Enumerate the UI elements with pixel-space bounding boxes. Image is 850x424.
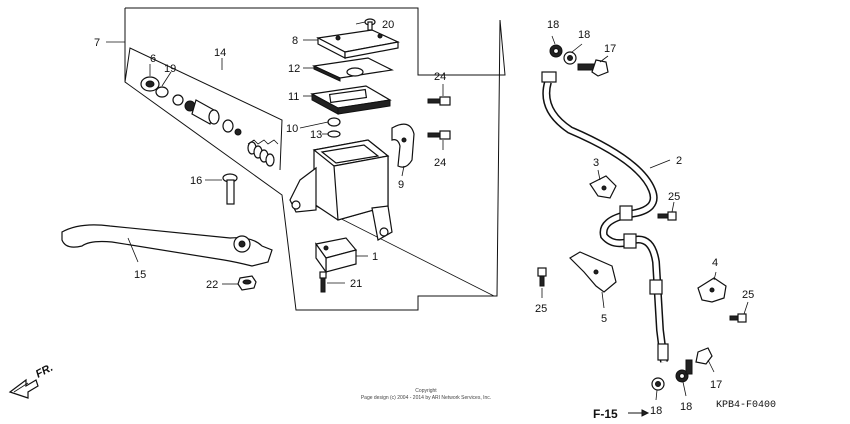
hose-clamp-right <box>697 277 727 303</box>
brake-hose <box>541 71 669 363</box>
lever-pivot-bolt <box>222 173 238 205</box>
holder-bolt-lower <box>427 130 451 140</box>
master-cylinder-holder <box>391 123 415 168</box>
callout-8: 8 <box>292 35 298 47</box>
callout-16: 16 <box>190 175 202 187</box>
reference-label: F-15 <box>593 407 618 421</box>
callout-11: 11 <box>288 91 299 103</box>
lever-pivot-nut <box>237 275 257 291</box>
callout-19: 19 <box>164 63 176 75</box>
callout-12: 12 <box>288 63 300 75</box>
sealing-washers-top <box>549 44 577 65</box>
callout-5: 5 <box>601 313 607 325</box>
callout-4: 4 <box>712 257 718 269</box>
leader-lines <box>106 21 749 401</box>
callout-20: 20 <box>382 19 394 31</box>
oil-bolt-top <box>577 59 609 77</box>
callout-1: 1 <box>372 251 378 263</box>
callout-15: 15 <box>134 269 146 281</box>
copyright-line-2: Page design (c) 2004 - 2014 by ARI Netwo… <box>361 395 491 401</box>
brake-lever <box>61 224 273 267</box>
callout-21: 21 <box>350 278 362 290</box>
callout-24-upper: 24 <box>434 71 446 83</box>
callout-25-left: 25 <box>535 303 547 315</box>
master-cylinder-body <box>289 139 393 241</box>
float-and-plate <box>327 117 341 138</box>
reservoir-plate <box>311 57 394 82</box>
callout-22: 22 <box>206 279 218 291</box>
switch-screw <box>319 271 327 293</box>
callout-18-top-left: 18 <box>547 19 559 31</box>
hose-clamp-upper <box>589 175 617 199</box>
front-direction-label: FR. <box>34 362 55 381</box>
diagram-code: KPB4-F0400 <box>716 400 776 411</box>
holder-bolt-upper <box>427 96 451 106</box>
callout-24-lower: 24 <box>434 157 446 169</box>
callout-25-right: 25 <box>742 289 754 301</box>
callout-2: 2 <box>676 155 682 167</box>
callout-10: 10 <box>286 123 298 135</box>
callout-18-bottom-left: 18 <box>650 405 662 417</box>
clamp-bolt-c <box>729 313 747 323</box>
callout-17-bottom: 17 <box>710 379 722 391</box>
callout-17-top: 17 <box>604 43 616 55</box>
hose-clamp-lower <box>569 251 617 293</box>
reservoir-cap <box>316 29 400 59</box>
sealing-washers-bottom <box>651 369 689 391</box>
front-direction-arrow-icon <box>8 378 39 399</box>
callout-9: 9 <box>398 179 404 191</box>
callout-7: 7 <box>94 37 100 49</box>
callout-13: 13 <box>310 129 322 141</box>
brake-light-switch <box>314 237 358 274</box>
copyright-line-1: Copyright <box>415 388 437 394</box>
assembly-outline <box>124 7 506 311</box>
callout-6: 6 <box>150 53 156 65</box>
clamp-bolt-b <box>537 267 547 287</box>
cap-screw <box>364 18 376 31</box>
callout-25-middle: 25 <box>668 191 680 203</box>
callout-3: 3 <box>593 157 599 169</box>
piston-kit <box>124 47 283 171</box>
callout-18-bottom-right: 18 <box>680 401 692 413</box>
callout-18-top-right: 18 <box>578 29 590 41</box>
callout-14: 14 <box>214 47 226 59</box>
reservoir-diaphragm <box>310 85 392 115</box>
clamp-bolt-a <box>657 211 677 221</box>
